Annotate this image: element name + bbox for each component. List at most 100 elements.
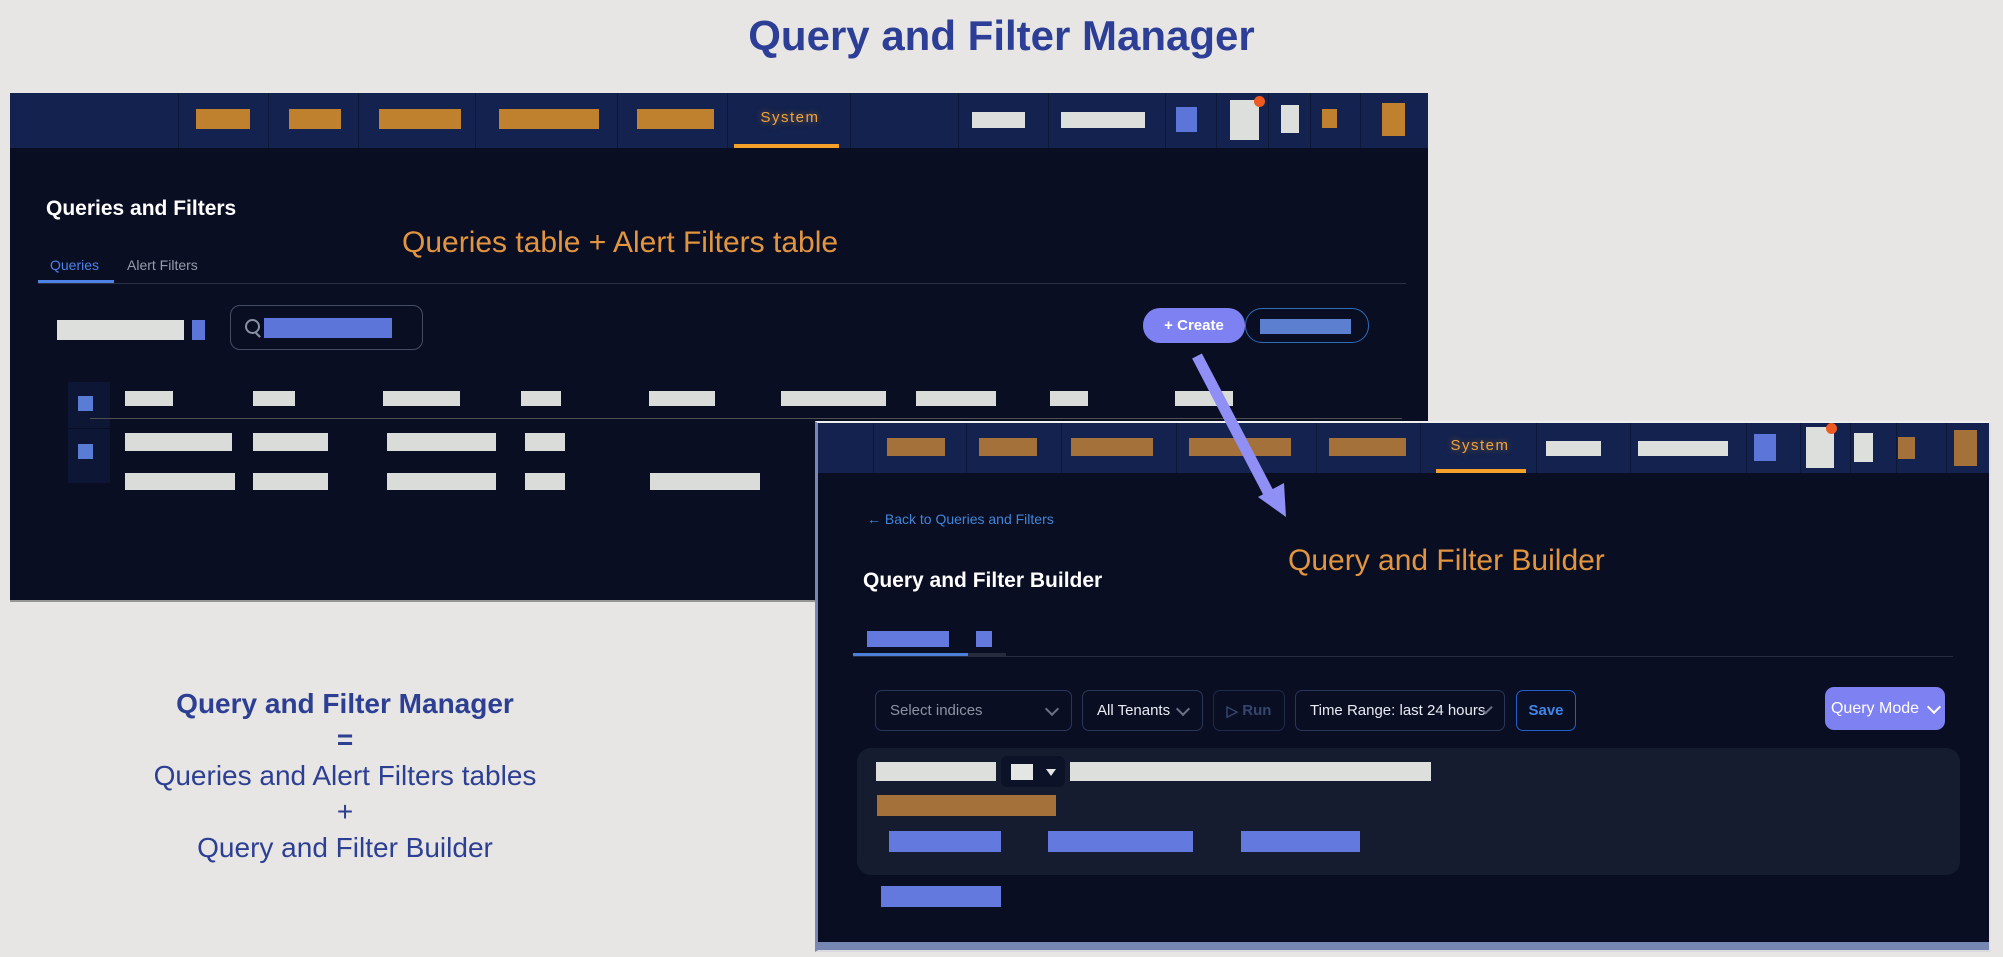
run-button[interactable]: ▷ Run (1213, 690, 1285, 731)
redacted-builder-tab[interactable] (867, 631, 949, 647)
builder-top-navbar: System (818, 423, 1989, 473)
nav-menu-icon[interactable] (1382, 103, 1405, 136)
table-header-checkbox-cell (68, 382, 110, 428)
redacted-cell (125, 473, 235, 490)
notification-dot (1826, 423, 1837, 434)
redacted-action-chip[interactable] (889, 831, 1001, 852)
redacted-operator-value (1011, 764, 1033, 780)
redacted-cell (650, 473, 760, 490)
redacted-nav-item[interactable] (887, 438, 945, 456)
nav-app-icon[interactable] (1176, 107, 1197, 132)
redacted-cell (387, 473, 496, 490)
dropdown-caret-icon (1046, 769, 1056, 776)
tab-queries[interactable]: Queries (50, 257, 100, 273)
annotation-tables: Queries table + Alert Filters table (402, 226, 839, 259)
redacted-column-header (1175, 391, 1233, 406)
plus-icon: + (1164, 317, 1173, 334)
redacted-column-header (1050, 391, 1088, 406)
redacted-nav-item[interactable] (1329, 438, 1406, 456)
nav-menu-icon[interactable] (1954, 430, 1977, 466)
search-icon (245, 319, 260, 334)
redacted-cell (525, 433, 565, 451)
manager-window: System Queries and Filters Queries table… (10, 93, 1428, 600)
query-mode-button[interactable]: Query Mode (1825, 687, 1945, 730)
redacted-nav-item[interactable] (379, 109, 461, 129)
active-tab-underline (853, 653, 968, 657)
time-range-dropdown[interactable]: Time Range: last 24 hours (1295, 690, 1505, 731)
equation-annotation: Query and Filter Manager = Queries and A… (95, 686, 595, 866)
redacted-search-query (264, 318, 392, 338)
redacted-action-chip[interactable] (1048, 831, 1193, 852)
operator-dropdown[interactable] (1001, 756, 1065, 787)
redacted-column-header (383, 391, 460, 406)
redacted-column-header (253, 391, 295, 406)
redacted-nav-item[interactable] (196, 109, 250, 129)
redacted-nav-text[interactable] (1638, 441, 1728, 456)
nav-user-icon[interactable] (1281, 105, 1299, 133)
redacted-builder-tab-add[interactable] (976, 631, 992, 647)
redacted-nav-item[interactable] (1071, 438, 1153, 456)
redacted-nav-item[interactable] (637, 109, 714, 129)
nav-notification-icon[interactable] (1230, 100, 1259, 140)
nav-settings-icon[interactable] (1322, 109, 1337, 128)
tabs-divider (853, 656, 1953, 657)
figure-title: Query and Filter Manager (748, 12, 1255, 59)
page-title: Queries and Filters (46, 197, 237, 220)
annotation-builder: Query and Filter Builder (1288, 544, 1605, 577)
nav-tab-system[interactable]: System (1450, 437, 1510, 454)
notification-dot (1254, 96, 1265, 107)
search-input[interactable] (230, 305, 423, 350)
equation-line: = (336, 724, 354, 755)
secondary-action-button[interactable] (1245, 308, 1369, 343)
redacted-nav-text[interactable] (972, 112, 1025, 128)
tab-alert-filters[interactable]: Alert Filters (127, 257, 198, 273)
redacted-action-chip[interactable] (1241, 831, 1360, 852)
redacted-query-value (1070, 762, 1431, 781)
table-header-divider (90, 418, 1402, 419)
redacted-nav-item[interactable] (289, 109, 341, 129)
redacted-nav-item[interactable] (979, 438, 1037, 456)
back-link[interactable]: ← Back to Queries and Filters (867, 511, 1054, 527)
select-all-checkbox[interactable] (78, 396, 93, 411)
system-tab-underline (1436, 469, 1526, 473)
redacted-column-header (521, 391, 561, 406)
equation-line: + (336, 796, 354, 827)
redacted-nav-text[interactable] (1061, 112, 1145, 128)
nav-settings-icon[interactable] (1898, 437, 1915, 459)
redacted-column-header (916, 391, 996, 406)
redacted-count-badge (192, 320, 205, 340)
chevron-down-icon (1926, 699, 1942, 714)
redacted-label (57, 320, 184, 340)
redacted-nav-text[interactable] (1546, 441, 1601, 456)
row-checkbox[interactable] (78, 444, 93, 459)
select-indices-dropdown[interactable]: Select indices (875, 690, 1072, 731)
redacted-add-button[interactable] (881, 886, 1001, 907)
manager-top-navbar: System (10, 93, 1428, 148)
page-title: Query and Filter Builder (863, 569, 1103, 592)
save-button[interactable]: Save (1516, 690, 1576, 731)
window-bottom-edge (818, 942, 1989, 950)
equation-line: Query and Filter Manager (176, 688, 514, 719)
chevron-down-icon (1044, 701, 1060, 716)
nav-user-icon[interactable] (1854, 433, 1873, 462)
query-builder-panel (857, 748, 1960, 875)
redacted-cell (253, 433, 328, 451)
all-tenants-dropdown[interactable]: All Tenants (1082, 690, 1203, 731)
redacted-cell (525, 473, 565, 490)
back-arrow-icon: ← (867, 511, 881, 527)
redacted-cell (125, 433, 232, 451)
system-tab-underline (734, 144, 839, 148)
tabs-divider (38, 283, 1406, 284)
redacted-column-header (649, 391, 715, 406)
redacted-column-header (125, 391, 173, 406)
create-button[interactable]: + Create (1143, 308, 1245, 343)
redacted-column-header (781, 391, 886, 406)
redacted-nav-item[interactable] (499, 109, 599, 129)
nav-app-icon[interactable] (1754, 434, 1776, 461)
redacted-field-label (876, 762, 996, 781)
nav-tab-system[interactable]: System (760, 109, 820, 126)
redacted-nav-item[interactable] (1189, 438, 1291, 456)
table-row-checkbox-cell (68, 429, 110, 483)
equation-line: Queries and Alert Filters tables (153, 760, 537, 791)
